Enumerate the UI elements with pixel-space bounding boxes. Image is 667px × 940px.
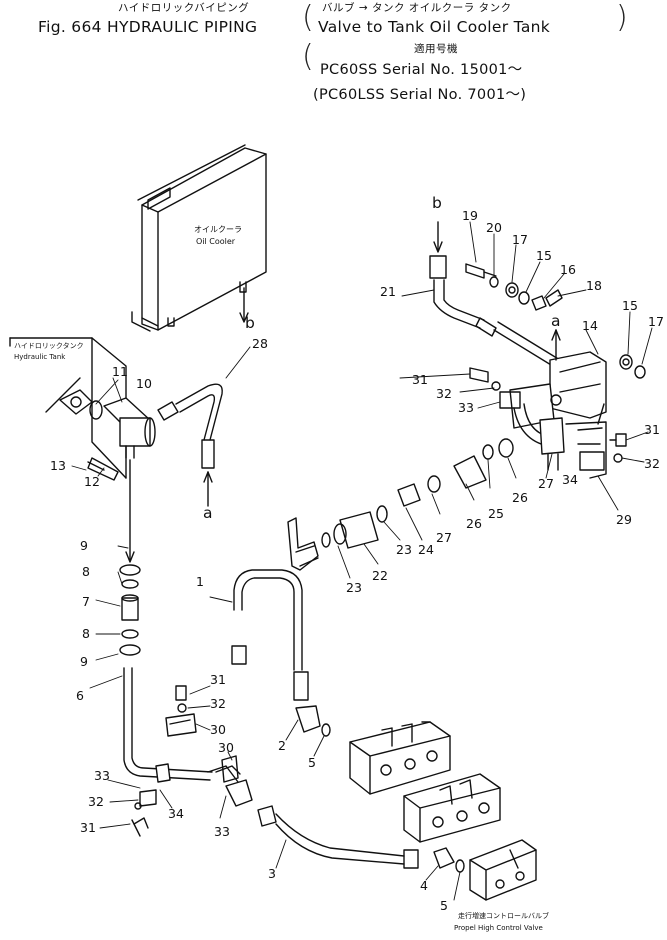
part-number: 23 [346, 580, 362, 595]
part-number: 29 [616, 512, 632, 527]
part-number: 8 [82, 564, 90, 579]
subtitle-en: Valve to Tank Oil Cooler Tank [318, 18, 551, 36]
part-number: 10 [136, 376, 152, 391]
paren-close: ) [616, 0, 628, 35]
part-number: 31 [210, 672, 226, 687]
part-number: 30 [218, 740, 234, 755]
lower-left-clamps [131, 685, 197, 837]
part-number: 9 [80, 654, 88, 669]
part-number: 31 [412, 372, 428, 387]
oil-cooler [131, 144, 267, 332]
applicable-units-jp: 適用号機 [414, 43, 458, 55]
part-number: 26 [512, 490, 528, 505]
part-number: 32 [88, 794, 104, 809]
part-number: 12 [84, 474, 100, 489]
part-number: 1 [196, 574, 204, 589]
hose-1 [231, 569, 331, 737]
oil-cooler-label-jp: オイルクーラ [194, 225, 242, 234]
part-number: 15 [622, 298, 638, 313]
lower-piping [207, 755, 465, 873]
bracket-bolts-right [469, 367, 627, 463]
figure-title: Fig. 664 HYDRAULIC PIPING [38, 18, 258, 36]
part-number: 9 [80, 538, 88, 553]
part-number: 23 [396, 542, 412, 557]
part-number: 31 [644, 422, 660, 437]
part-number: 32 [436, 386, 452, 401]
connection-a-hose: a [203, 504, 213, 522]
part-number: 5 [308, 755, 316, 770]
part-number: 33 [458, 400, 474, 415]
connection-b-cooler: b [245, 314, 256, 332]
paren-open: ( [302, 0, 314, 35]
tank-label-jp: ハイドロリックタンク [14, 342, 84, 350]
fitting-chain [287, 438, 514, 571]
part-number: 3 [268, 866, 276, 881]
part-number: 32 [644, 456, 660, 471]
part-number: 31 [80, 820, 96, 835]
part-number: 30 [210, 722, 226, 737]
part-number: 20 [486, 220, 502, 235]
part-number: 7 [82, 594, 90, 609]
part-number: 24 [418, 542, 434, 557]
upper-right-bolts [465, 263, 646, 379]
part-number: 27 [538, 476, 554, 491]
part-number: 34 [562, 472, 578, 487]
control-valve-upper [349, 721, 451, 795]
part-number: 28 [252, 336, 268, 351]
part-number: 8 [82, 626, 90, 641]
propel-valve-label-en: Propel High Control Valve [454, 924, 543, 932]
part-number: 6 [76, 688, 84, 703]
part-number: 19 [462, 208, 478, 223]
vertical-fitting-stack [119, 564, 213, 781]
part-number: 21 [380, 284, 396, 299]
part-number: 34 [168, 806, 184, 821]
part-number: 25 [488, 506, 504, 521]
leader-lines [71, 221, 653, 901]
part-number: 26 [466, 516, 482, 531]
paren-open-2: ( [302, 39, 314, 74]
part-number: 16 [560, 262, 576, 277]
tank-label-en: Hydraulic Tank [14, 353, 66, 361]
part-number: 22 [372, 568, 388, 583]
oil-cooler-label-en: Oil Cooler [196, 237, 236, 246]
part-number: 2 [278, 738, 286, 753]
part-number: 18 [586, 278, 602, 293]
part-number: 17 [512, 232, 528, 247]
propel-valve-label-jp: 走行増速コントロールバルブ [458, 912, 549, 920]
part-number: 15 [536, 248, 552, 263]
right-manifold [509, 329, 607, 479]
subtitle-jp: バルブ → タンク オイルクーラ タンク [322, 2, 512, 14]
part-number: 32 [210, 696, 226, 711]
part-number: 17 [648, 314, 664, 329]
title-jp: ハイドロリックバイピング [118, 2, 250, 14]
connection-b-hose: b [432, 194, 443, 212]
part-number: 13 [50, 458, 66, 473]
part-number: 33 [214, 824, 230, 839]
part-number: 11 [112, 364, 128, 379]
part-number: 5 [440, 898, 448, 913]
serial-line-1: PC60SS Serial No. 15001～ [320, 62, 523, 78]
connection-a-manifold: a [551, 312, 561, 330]
propel-valve [469, 839, 537, 901]
part-number: 27 [436, 530, 452, 545]
part-number: 14 [582, 318, 598, 333]
hose-21 [429, 221, 561, 369]
serial-line-2: (PC60LSS Serial No. 7001～) [313, 87, 527, 103]
tank-fittings [59, 389, 156, 563]
control-valve-lower [403, 773, 501, 843]
part-number: 4 [420, 878, 428, 893]
hose-28 [157, 383, 223, 507]
part-number: 33 [94, 768, 110, 783]
